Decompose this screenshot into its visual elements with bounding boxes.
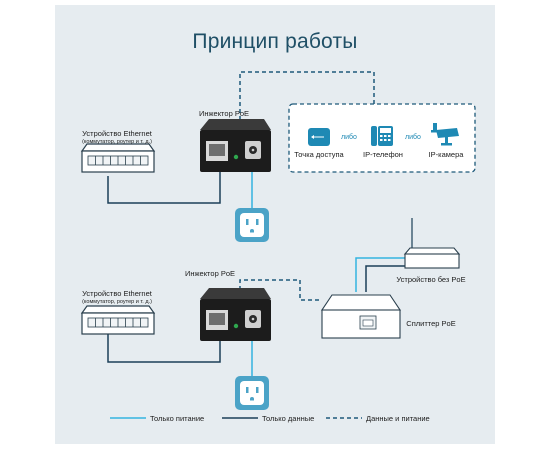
switch-sublabel-bottom: (коммутатор, роутер и т. д.): [82, 299, 152, 305]
poe-injector-top: [200, 119, 271, 172]
ethernet-switch-bottom: [80, 305, 156, 335]
ip-phone-label: IP-телефон: [363, 150, 403, 159]
poe-injector-bottom: [200, 288, 271, 341]
page-title: Принцип работы: [192, 30, 358, 53]
switch-sublabel-top: (коммутатор, роутер и т. д.): [82, 139, 152, 145]
data-power-cable-bottom: [239, 279, 322, 301]
ip-phone-icon: [371, 126, 393, 146]
router-icon: [403, 218, 461, 269]
poe-splitter-icon: [320, 294, 402, 339]
power-cable-router: [355, 257, 409, 292]
legend-data-label: Только данные: [262, 414, 314, 423]
background-panel: [55, 5, 495, 444]
injector-label-bottom: Инжектор PoE: [185, 269, 235, 278]
or-label-1: либо: [341, 133, 357, 141]
switch-label-top: Устройство Ethernet: [82, 129, 153, 138]
access-point-label: Точка доступа: [294, 150, 344, 159]
data-cable-router: [365, 265, 409, 292]
splitter-label: Сплиттер PoE: [406, 319, 455, 328]
data-cable-bottom: [107, 334, 221, 363]
or-label-2: либо: [405, 133, 421, 141]
injector-label-top: Инжектор PoE: [199, 109, 249, 118]
ip-camera-label: IP-камера: [429, 150, 465, 159]
ip-camera-icon: [431, 123, 459, 146]
switch-label-bottom: Устройство Ethernet: [82, 289, 153, 298]
power-outlet-bottom: [235, 376, 269, 410]
router-label: Устройство без PoE: [396, 275, 465, 284]
data-power-cable-top: [239, 71, 375, 120]
legend: Только питание Только данные Данные и пи…: [110, 414, 430, 423]
ethernet-switch-top: [80, 143, 156, 173]
data-cable-top: [107, 172, 221, 204]
legend-power-label: Только питание: [150, 414, 204, 423]
legend-both-label: Данные и питание: [366, 414, 430, 423]
access-point-icon: [308, 128, 330, 146]
power-outlet-top: [235, 208, 269, 242]
